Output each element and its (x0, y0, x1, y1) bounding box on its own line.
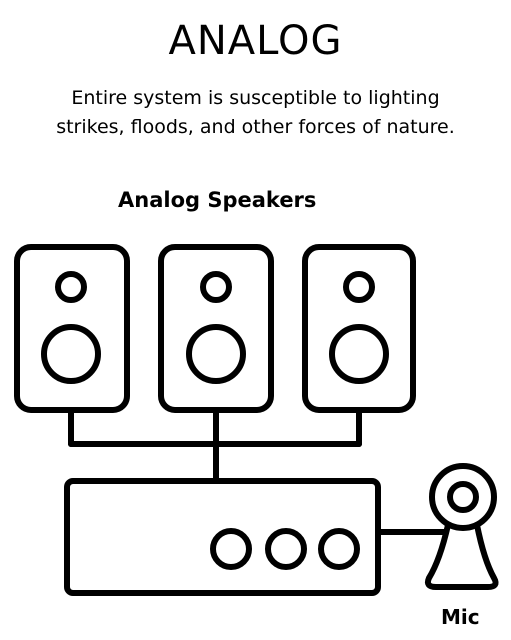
subtitle-line-1: Entire system is susceptible to lighting (71, 87, 440, 109)
speaker-icon (158, 244, 274, 413)
speaker-icon (302, 244, 416, 413)
speakers-label: Analog Speakers (118, 188, 317, 212)
page-title: ANALOG (168, 18, 343, 64)
speaker-icon (14, 244, 130, 413)
microphone-icon (424, 463, 499, 590)
mic-label: Mic (441, 605, 480, 629)
amplifier-icon (64, 478, 381, 596)
speaker-wiring (68, 407, 362, 481)
subtitle: Entire system is susceptible to lighting… (0, 84, 511, 142)
subtitle-line-2: strikes, floods, and other forces of nat… (56, 116, 455, 138)
